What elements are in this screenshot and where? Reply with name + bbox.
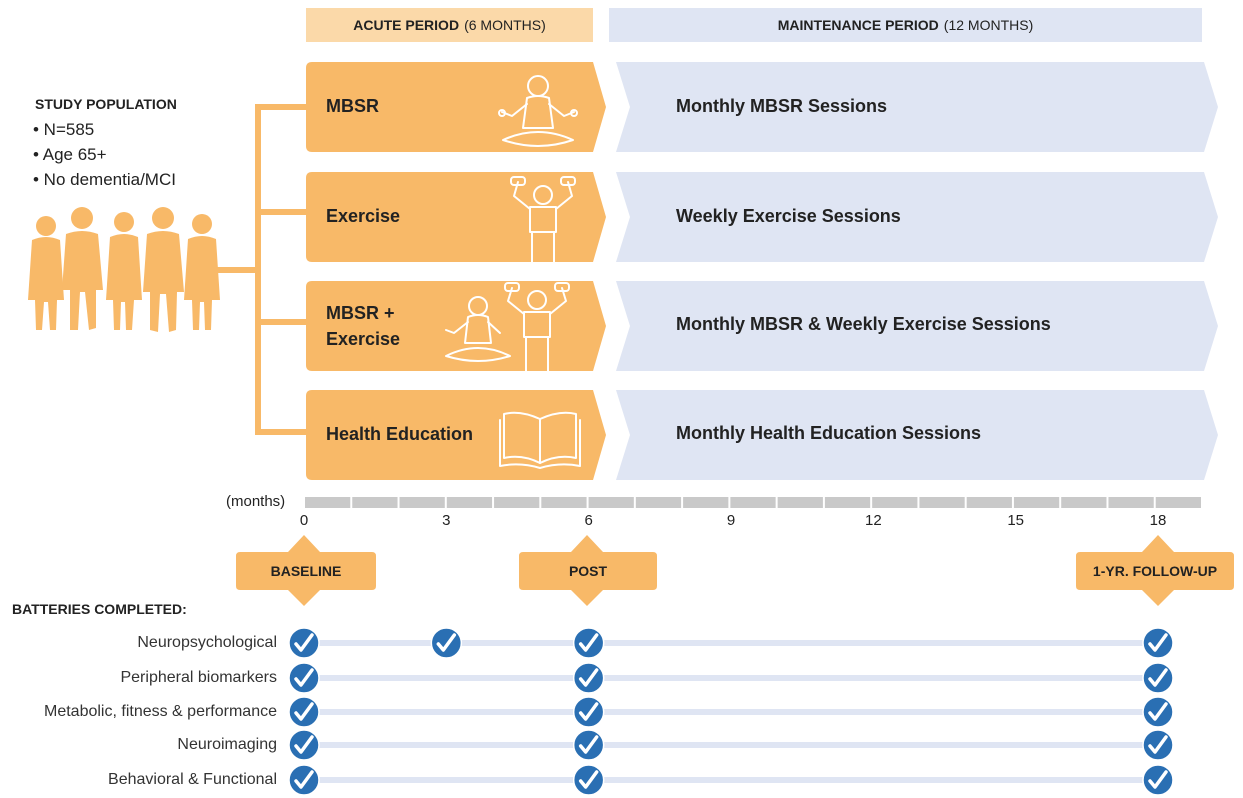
timeline-segment: [1155, 497, 1201, 508]
arm-label-health-education: Health Education: [326, 424, 474, 444]
timeline-segment: [824, 497, 871, 508]
battery-row-lines: [304, 640, 1158, 783]
checkmark-icon: [288, 662, 320, 694]
population-item-age: • Age 65+: [33, 145, 107, 164]
timeline-segment: [683, 497, 729, 508]
timeline-segment: [494, 497, 540, 508]
battery-label-neuropsychological: Neuropsychological: [137, 634, 277, 651]
timeline-segment: [305, 497, 351, 508]
checkmark-icon: [288, 627, 320, 659]
checkmark-icon: [1142, 729, 1174, 761]
timeline-segment: [1061, 497, 1107, 508]
battery-checks: [288, 627, 1174, 796]
timeline-tick-label: 12: [864, 512, 882, 529]
checkmark-icon: [572, 627, 605, 659]
timeline-segment: [872, 497, 918, 508]
timeline-segment: [399, 497, 445, 508]
baseline-label: BASELINE: [270, 563, 342, 579]
checkmark-icon: [288, 729, 320, 761]
acute-period-header: ACUTE PERIOD (6 MONTHS): [306, 8, 593, 42]
maintenance-period-header: MAINTENANCE PERIOD (12 MONTHS): [609, 8, 1202, 42]
timeline-segment: [588, 497, 634, 508]
timeline-tick-label: 3: [442, 512, 451, 529]
meditation-icon: [498, 75, 578, 147]
post-label: POST: [568, 563, 608, 579]
timeline-segment: [919, 497, 965, 508]
arm-label-exercise: Exercise: [326, 206, 401, 226]
allocation-connector: [216, 104, 310, 435]
timeline-tick-label: 15: [1007, 512, 1024, 529]
checkmark-icon: [572, 729, 605, 761]
batteries-title: BATTERIES COMPLETED:: [12, 601, 187, 617]
checkmark-icon: [572, 764, 605, 796]
study-population-title: STUDY POPULATION: [35, 96, 177, 112]
timeline-tick-label: 6: [584, 512, 593, 529]
people-silhouettes-icon: [28, 207, 220, 332]
followup-label: 1-YR. FOLLOW-UP: [1092, 563, 1218, 579]
timeline-segment: [541, 497, 587, 508]
maintenance-period-title: MAINTENANCE PERIOD: [777, 17, 939, 33]
timeline-segment: [446, 497, 493, 508]
timeline-unit-label: (months): [226, 493, 286, 510]
checkmark-icon: [1142, 764, 1174, 796]
book-icon: [499, 411, 581, 469]
population-item-criteria: • No dementia/MCI: [33, 170, 176, 189]
maintenance-label-exercise: Weekly Exercise Sessions: [676, 206, 901, 226]
timeline-segment: [1108, 497, 1154, 508]
maintenance-label-health-education: Monthly Health Education Sessions: [676, 423, 982, 443]
timeline-segment: [777, 497, 823, 508]
acute-period-title: ACUTE PERIOD: [353, 17, 460, 33]
checkmark-icon: [430, 627, 463, 659]
maintenance-label-combined: Monthly MBSR & Weekly Exercise Sessions: [676, 314, 1051, 334]
checkmark-icon: [1142, 696, 1174, 728]
timeline-tick-label: 0: [299, 512, 309, 529]
maintenance-chevrons: [616, 62, 1218, 480]
battery-label-neuroimaging: Neuroimaging: [177, 736, 277, 753]
arm-label-mbsr-exercise-1: MBSR +: [326, 303, 395, 323]
timeline-bar: [305, 497, 1201, 508]
post-tag-shape: [519, 535, 657, 606]
checkmark-icon: [572, 662, 605, 694]
timeline-segment: [730, 497, 776, 508]
followup-tag-shape: [1076, 535, 1234, 606]
timeline-segment: [352, 497, 398, 508]
checkmark-icon: [288, 764, 320, 796]
timeline-tick-label: 18: [1149, 512, 1167, 529]
battery-label-metabolic: Metabolic, fitness & performance: [44, 703, 277, 720]
battery-label-peripheral-biomarkers: Peripheral biomarkers: [120, 669, 277, 686]
checkmark-icon: [572, 696, 605, 728]
maintenance-period-duration: (12 MONTHS): [943, 17, 1034, 33]
checkmark-icon: [288, 696, 320, 728]
maintenance-label-mbsr: Monthly MBSR Sessions: [676, 96, 888, 116]
timeline-segment: [635, 497, 682, 508]
meditation-exercise-icon: [445, 282, 570, 372]
arm-label-mbsr-exercise-2: Exercise: [326, 329, 401, 349]
acute-arm-boxes: [306, 62, 606, 480]
baseline-tag-shape: [236, 535, 376, 606]
checkmark-icon: [1142, 627, 1174, 659]
population-item-n: • N=585: [33, 120, 95, 139]
timeline-tick-label: 9: [726, 512, 736, 529]
acute-period-duration: (6 MONTHS): [464, 17, 546, 33]
milestone-tags: [236, 535, 1234, 606]
checkmark-icon: [1142, 662, 1174, 694]
battery-label-behavioral: Behavioral & Functional: [108, 771, 277, 788]
timeline-segment: [1013, 497, 1060, 508]
timeline-segment: [966, 497, 1012, 508]
arm-label-mbsr: MBSR: [326, 96, 379, 116]
exercise-icon: [510, 176, 576, 263]
